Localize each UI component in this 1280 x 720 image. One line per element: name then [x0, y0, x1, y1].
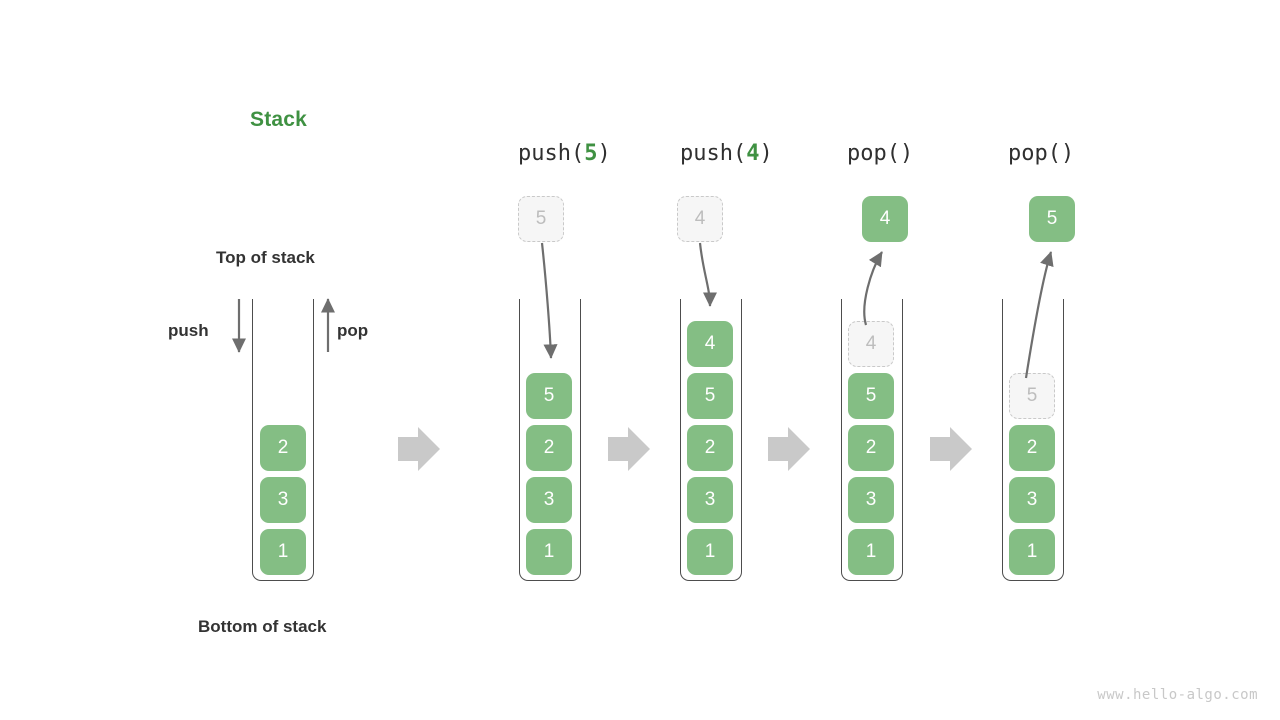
op-name: push( [680, 141, 747, 166]
stack-cell: 2 [848, 425, 894, 471]
op-name: pop( [847, 141, 900, 166]
stack-container-pop-1 [841, 299, 903, 581]
watermark: www.hello-algo.com [1097, 687, 1258, 703]
stack-cell: 5 [526, 373, 572, 419]
op-close: ) [597, 141, 611, 166]
op-header-push-5: push(5) [518, 141, 611, 166]
stack-cell: 2 [260, 425, 306, 471]
flow-arrow [930, 427, 972, 471]
op-close: ) [759, 141, 773, 166]
flow-arrow [608, 427, 650, 471]
stack-cell: 2 [526, 425, 572, 471]
stack-container-push-4 [680, 299, 742, 581]
removed-value-ghost: 5 [1009, 373, 1055, 419]
stack-cell: 1 [1009, 529, 1055, 575]
stack-cell: 2 [1009, 425, 1055, 471]
op-header-push-4: push(4) [680, 141, 773, 166]
flow-arrow [768, 427, 810, 471]
stack-cell: 3 [260, 477, 306, 523]
stack-cell: 1 [848, 529, 894, 575]
top-of-stack-label: Top of stack [216, 248, 315, 267]
stack-cell: 1 [526, 529, 572, 575]
stack-container-push-5 [519, 299, 581, 581]
op-close: ) [1060, 141, 1075, 166]
bottom-of-stack-label: Bottom of stack [198, 617, 327, 636]
popped-value-box: 5 [1029, 196, 1075, 242]
popped-value-box: 4 [862, 196, 908, 242]
stack-cell: 3 [526, 477, 572, 523]
stack-cell: 4 [687, 321, 733, 367]
stack-container-pop-2 [1002, 299, 1064, 581]
stack-cell: 5 [848, 373, 894, 419]
stack-cell: 3 [1009, 477, 1055, 523]
incoming-value-box: 5 [518, 196, 564, 242]
op-name: pop( [1008, 141, 1061, 166]
op-arg: 4 [746, 141, 760, 166]
stack-cell: 2 [687, 425, 733, 471]
stack-cell: 1 [260, 529, 306, 575]
stack-cell: 3 [687, 477, 733, 523]
removed-value-ghost: 4 [848, 321, 894, 367]
stack-cell: 5 [687, 373, 733, 419]
op-header-pop-1: pop() [847, 141, 913, 166]
push-label: push [168, 321, 209, 340]
stack-container-initial [252, 299, 314, 581]
push-4-motion-arrow [698, 242, 718, 307]
stack-cell: 1 [687, 529, 733, 575]
stack-cell: 3 [848, 477, 894, 523]
pop-label: pop [337, 321, 369, 340]
op-arg: 5 [584, 141, 598, 166]
op-close: ) [899, 141, 914, 166]
op-name: push( [518, 141, 585, 166]
incoming-value-box: 4 [677, 196, 723, 242]
flow-arrow [398, 427, 440, 471]
op-header-pop-2: pop() [1008, 141, 1074, 166]
page-title: Stack [250, 108, 308, 131]
